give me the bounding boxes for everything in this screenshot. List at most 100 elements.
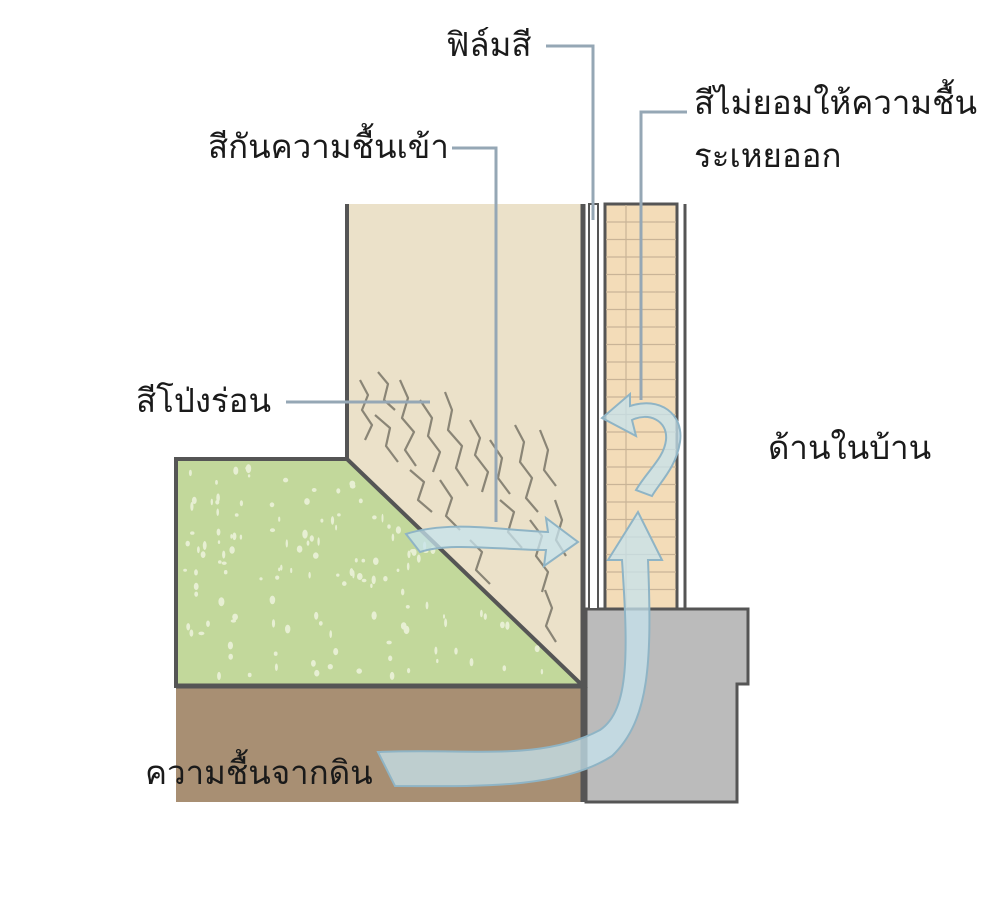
grass-speckle	[206, 620, 210, 627]
grass-speckle	[444, 618, 448, 628]
grass-speckle	[330, 516, 335, 525]
grass-speckle	[337, 513, 341, 517]
grass-speckle	[370, 583, 373, 588]
grass-speckle	[500, 621, 505, 629]
grass-speckle	[391, 533, 395, 542]
grass-speckle	[480, 609, 483, 618]
leader-no-evaporation	[639, 110, 687, 400]
grass-speckle	[502, 665, 507, 672]
grass-speckle	[314, 611, 319, 620]
label-moisture-soil: ความชื้นจากดิน	[145, 749, 373, 791]
grass-speckle	[396, 568, 400, 572]
grass-speckle	[210, 498, 213, 506]
grass-speckle	[239, 534, 243, 540]
grass-speckle	[336, 488, 341, 494]
grass-speckle	[336, 573, 340, 577]
grass-speckle	[296, 545, 303, 553]
grass-speckle	[308, 571, 311, 579]
grass-speckle	[371, 575, 376, 585]
grass-speckle	[247, 672, 252, 678]
label-inside-house: ด้านในบ้าน	[768, 429, 931, 466]
grass-speckle	[185, 540, 190, 547]
grass-speckle	[416, 554, 421, 563]
grass-speckle	[190, 501, 194, 511]
grass-speckle	[190, 531, 195, 535]
grass-speckle	[311, 488, 317, 492]
grass-speckle	[314, 669, 320, 677]
grass-speckle	[188, 469, 192, 477]
grass-speckle	[317, 537, 320, 546]
grass-speckle	[318, 621, 323, 626]
grass-speckle	[400, 622, 407, 630]
grass-speckle	[222, 550, 226, 559]
grass-speckle	[405, 605, 410, 609]
grass-speckle	[534, 645, 540, 653]
grass-speckle	[372, 515, 377, 520]
grass-speckle	[311, 660, 316, 667]
grass-speckle	[216, 528, 221, 536]
grass-speckle	[306, 540, 310, 546]
moisture-arrow-wall	[404, 515, 580, 569]
grass-speckle	[198, 631, 205, 636]
grass-speckle	[285, 539, 288, 548]
label-no-evaporation-1: สีไม่ยอมให้ความชื้น	[694, 79, 977, 121]
leader-lines	[286, 44, 687, 522]
grass-speckle	[285, 624, 291, 634]
grass-speckle	[194, 591, 199, 597]
grass-speckle	[245, 464, 252, 474]
grass-speckle	[483, 613, 487, 620]
grass-speckle	[228, 653, 233, 660]
label-blistered: สีโป่งร่อน	[136, 382, 271, 419]
grass-speckle	[183, 568, 188, 572]
grass-speckle	[389, 671, 395, 680]
grass-speckle	[280, 564, 283, 571]
grass-speckle	[406, 562, 410, 571]
grass-speckle	[269, 595, 276, 605]
grass-speckle	[193, 582, 199, 591]
grass-speckle	[275, 575, 280, 580]
grass-speckle	[395, 526, 401, 534]
grass-speckle	[386, 640, 392, 645]
grass-speckle	[333, 648, 339, 656]
grass-speckle	[189, 629, 194, 637]
grass-speckle	[410, 549, 416, 553]
grass-speckle	[349, 568, 354, 577]
grass-speckle	[434, 646, 438, 655]
grass-speckle	[278, 516, 281, 522]
grass-speckle	[401, 588, 405, 596]
grass-speckle	[239, 500, 243, 507]
grass-speckle	[361, 558, 366, 563]
grass-speckle	[407, 550, 411, 559]
grass-speckle	[357, 573, 363, 580]
grass-speckles	[183, 464, 544, 681]
grass-speckle	[218, 560, 222, 564]
grass-speckle	[505, 621, 510, 630]
grass-speckle	[302, 529, 308, 539]
grass-speckle	[186, 623, 191, 631]
leader-moisture-proof	[452, 146, 498, 522]
grass-speckle	[217, 671, 221, 681]
grass-speckle	[371, 611, 377, 620]
grass-speckle	[215, 480, 218, 485]
grass-speckle	[443, 614, 445, 619]
moisture-arrow-soil	[376, 509, 664, 788]
grass-speckle	[194, 569, 198, 576]
grass-speckle	[469, 658, 474, 667]
grass-speckle	[223, 570, 228, 575]
grass-speckle	[227, 641, 233, 650]
moisture-arrow-trapped	[600, 391, 682, 498]
grass-speckle	[269, 502, 275, 508]
grass-speckle	[269, 528, 276, 533]
grass-speckle	[216, 493, 220, 503]
grass-speckle	[230, 619, 237, 623]
grass-speckle	[309, 535, 314, 542]
grass-speckle	[232, 613, 239, 621]
grass-speckle	[313, 552, 319, 559]
grass-speckle	[387, 524, 391, 529]
label-moisture-proof: สีกันความชื้นเข้า	[208, 123, 449, 165]
grass-speckle	[290, 567, 293, 574]
label-paint-film: ฟิล์มสี	[446, 26, 531, 63]
grass-speckle	[229, 546, 235, 554]
grass-speckle	[233, 466, 239, 475]
